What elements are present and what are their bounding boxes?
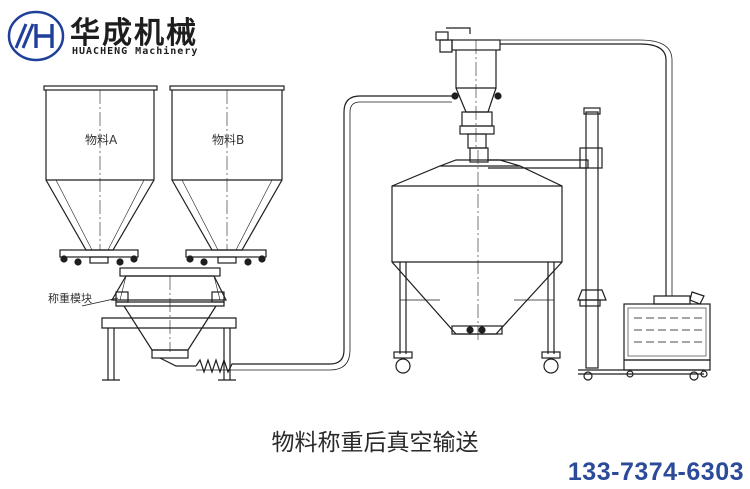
brand-name-en: HUACHENG Machinery [72,46,199,57]
diagram-caption: 物料称重后真空输送 [271,430,479,456]
hopper-a: 物料A [43,85,158,266]
suction-hose [195,95,452,374]
weighing-module-label: 称重模块 [48,291,92,305]
vacuum-loader [435,27,673,296]
vacuum-pump-cabinet [623,291,711,378]
hopper-b-label: 物料B [212,133,244,147]
contact-phone: 133-7374-6303 [567,458,744,486]
brand-logo-icon [7,10,65,62]
hopper-a-label: 物料A [85,133,118,147]
receiving-tank [391,147,563,374]
brand-name-cn: 华成机械 [70,16,198,51]
weighing-hopper: 称重模块 [48,267,237,381]
hopper-b: 物料B [169,85,285,266]
